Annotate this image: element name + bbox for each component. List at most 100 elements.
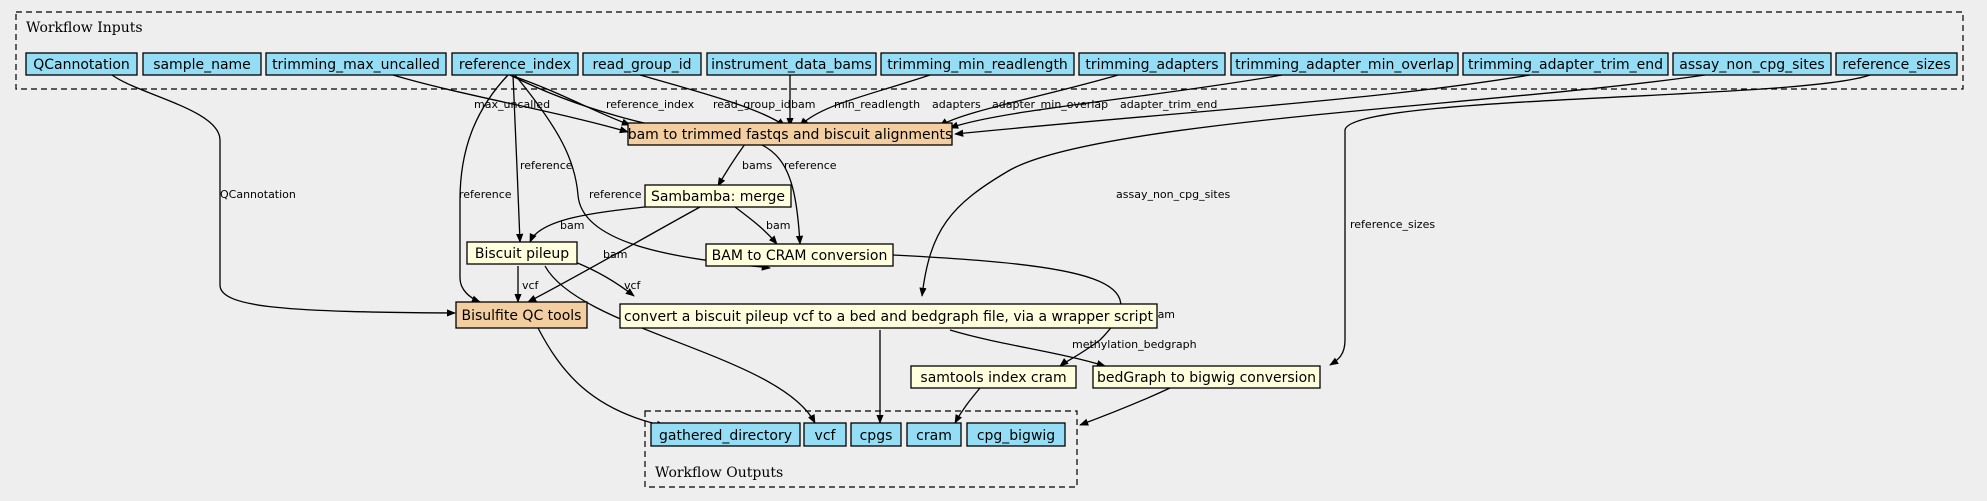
node-trimming-min-readlength[interactable] — [880, 52, 1075, 76]
node-out-cpg-bigwig-label: cpg_bigwig — [977, 428, 1055, 444]
node-instrument-data-bams-label: instrument_data_bams — [711, 57, 872, 73]
edge-bams — [717, 143, 746, 187]
label-adapters: adapters — [932, 98, 981, 111]
outputs-cluster-label: Workflow Outputs — [655, 465, 783, 481]
node-out-gathered-directory[interactable] — [650, 422, 801, 447]
node-trimming-adapters[interactable] — [1078, 52, 1226, 76]
edge-bam-qc — [527, 206, 701, 303]
node-qcannotation[interactable] — [25, 52, 138, 76]
label-adapter-trim-end: adapter_trim_end — [1120, 98, 1217, 111]
node-read-group-id[interactable] — [582, 52, 702, 76]
node-out-vcf-label: vcf — [815, 428, 837, 444]
node-trimming-adapter-min-overlap-label: trimming_adapter_min_overlap — [1235, 57, 1454, 73]
node-out-cram-label: cram — [916, 428, 952, 444]
edge-labels: QCannotation max_uncalled reference_inde… — [220, 98, 1435, 351]
label-assay-non-cpg: assay_non_cpg_sites — [1116, 188, 1231, 201]
label-reference-sizes: reference_sizes — [1350, 218, 1435, 231]
label-adapter-min-overlap: adapter_min_overlap — [992, 98, 1108, 111]
inputs-cluster-label: Workflow Inputs — [26, 20, 143, 36]
edge-vcf-bed — [574, 261, 635, 297]
label-reference-cram: reference — [784, 159, 837, 172]
node-bisulfite-qc[interactable] — [455, 301, 588, 329]
node-pileup-to-bed[interactable] — [619, 303, 1158, 329]
edge-adapter-trim-end — [954, 74, 1531, 137]
node-reference-sizes-label: reference_sizes — [1842, 57, 1950, 73]
node-out-cpgs-label: cpgs — [860, 428, 893, 444]
node-bam-to-trimmed-fastqs[interactable] — [627, 122, 953, 146]
node-reference-index-label: reference_index — [459, 57, 571, 73]
edge-assay-non-cpg — [919, 74, 1706, 297]
edge-adapter-min-overlap — [949, 74, 1283, 129]
node-reference-sizes[interactable] — [1835, 52, 1958, 76]
node-trimming-adapter-trim-end-label: trimming_adapter_trim_end — [1468, 57, 1663, 73]
label-max-uncalled: max_uncalled — [474, 98, 550, 111]
node-pileup-to-bed-label: convert a biscuit pileup vcf to a bed an… — [624, 309, 1153, 325]
node-trimming-max-uncalled[interactable] — [265, 52, 447, 76]
node-bisulfite-qc-label: Bisulfite QC tools — [462, 308, 582, 324]
outputs-cluster — [644, 410, 1078, 488]
label-bams: bams — [742, 159, 772, 172]
node-trimming-adapters-label: trimming_adapters — [1085, 57, 1218, 73]
node-read-group-id-label: read_group_id — [593, 57, 692, 73]
edge-reference-index — [509, 74, 631, 126]
node-out-gathered-directory-label: gathered_directory — [659, 428, 792, 444]
node-samtools-index[interactable] — [910, 365, 1077, 389]
node-bedgraph-to-bigwig[interactable] — [1092, 365, 1321, 389]
label-reference-pileup: reference — [520, 159, 573, 172]
node-bam-to-trimmed-fastqs-label: bam to trimmed fastqs and biscuit alignm… — [628, 127, 953, 143]
edges — [111, 74, 1871, 428]
label-bam-pileup: bam — [560, 219, 584, 232]
edge-read-group-id — [639, 74, 786, 127]
label-qcannotation: QCannotation — [220, 188, 296, 201]
edge-qcannotation — [111, 74, 456, 317]
label-vcf-qc: vcf — [522, 279, 540, 292]
node-out-vcf[interactable] — [803, 422, 847, 447]
label-bam-qc: bam — [603, 248, 627, 261]
node-out-cram[interactable] — [906, 422, 962, 447]
edge-index-cram — [954, 387, 981, 424]
node-biscuit-pileup[interactable] — [466, 241, 578, 265]
label-reference-index: reference_index — [606, 98, 695, 111]
edge-max-uncalled — [392, 74, 629, 134]
label-vcf-bed: vcf — [624, 279, 642, 292]
node-trimming-min-readlength-label: trimming_min_readlength — [887, 57, 1068, 73]
node-trimming-adapter-trim-end[interactable] — [1462, 52, 1669, 76]
edge-adapters — [939, 74, 1119, 127]
inputs-cluster — [15, 11, 1964, 90]
node-assay-non-cpg-sites[interactable] — [1672, 52, 1832, 76]
label-reference-qc: reference — [459, 188, 512, 201]
edge-bigwig — [1079, 387, 1171, 426]
node-reference-index[interactable] — [451, 52, 579, 76]
edge-reference-qc — [459, 74, 509, 303]
label-bam-in: bam — [791, 98, 815, 111]
node-out-cpg-bigwig[interactable] — [966, 422, 1066, 447]
label-min-readlength: min_readlength — [834, 98, 920, 111]
node-assay-non-cpg-sites-label: assay_non_cpg_sites — [1679, 57, 1824, 73]
node-bam-to-cram[interactable] — [705, 243, 894, 267]
edge-bam-pileup — [529, 206, 646, 243]
node-samtools-index-label: samtools index cram — [920, 370, 1066, 386]
node-trimming-max-uncalled-label: trimming_max_uncalled — [272, 57, 440, 73]
node-instrument-data-bams[interactable] — [706, 52, 877, 76]
node-qcannotation-label: QCannotation — [33, 57, 130, 73]
edge-reference-pileup — [512, 74, 524, 243]
node-sambamba-merge[interactable] — [644, 184, 792, 208]
label-methylation-bedgraph: methylation_bedgraph — [1072, 338, 1197, 351]
node-trimming-adapter-min-overlap[interactable] — [1230, 52, 1459, 76]
edge-qc-gathered — [537, 327, 666, 428]
edge-methylation-bedgraph — [949, 329, 1106, 368]
label-reference-bed: reference — [589, 188, 642, 201]
node-sambamba-merge-label: Sambamba: merge — [651, 189, 785, 205]
node-sample-name-label: sample_name — [153, 57, 251, 73]
node-sample-name[interactable] — [142, 52, 262, 76]
nodes: QCannotation sample_name trimming_max_un… — [25, 52, 1958, 447]
edge-bam-cram — [734, 206, 778, 245]
node-bedgraph-to-bigwig-label: bedGraph to bigwig conversion — [1097, 370, 1316, 386]
edge-min-readlength — [799, 74, 931, 127]
label-read-group-id: read_group_id — [713, 98, 791, 111]
node-biscuit-pileup-label: Biscuit pileup — [475, 246, 569, 262]
label-bam-cram: bam — [766, 219, 790, 232]
node-bam-to-cram-label: BAM to CRAM conversion — [712, 248, 888, 264]
node-out-cpgs[interactable] — [850, 422, 902, 447]
